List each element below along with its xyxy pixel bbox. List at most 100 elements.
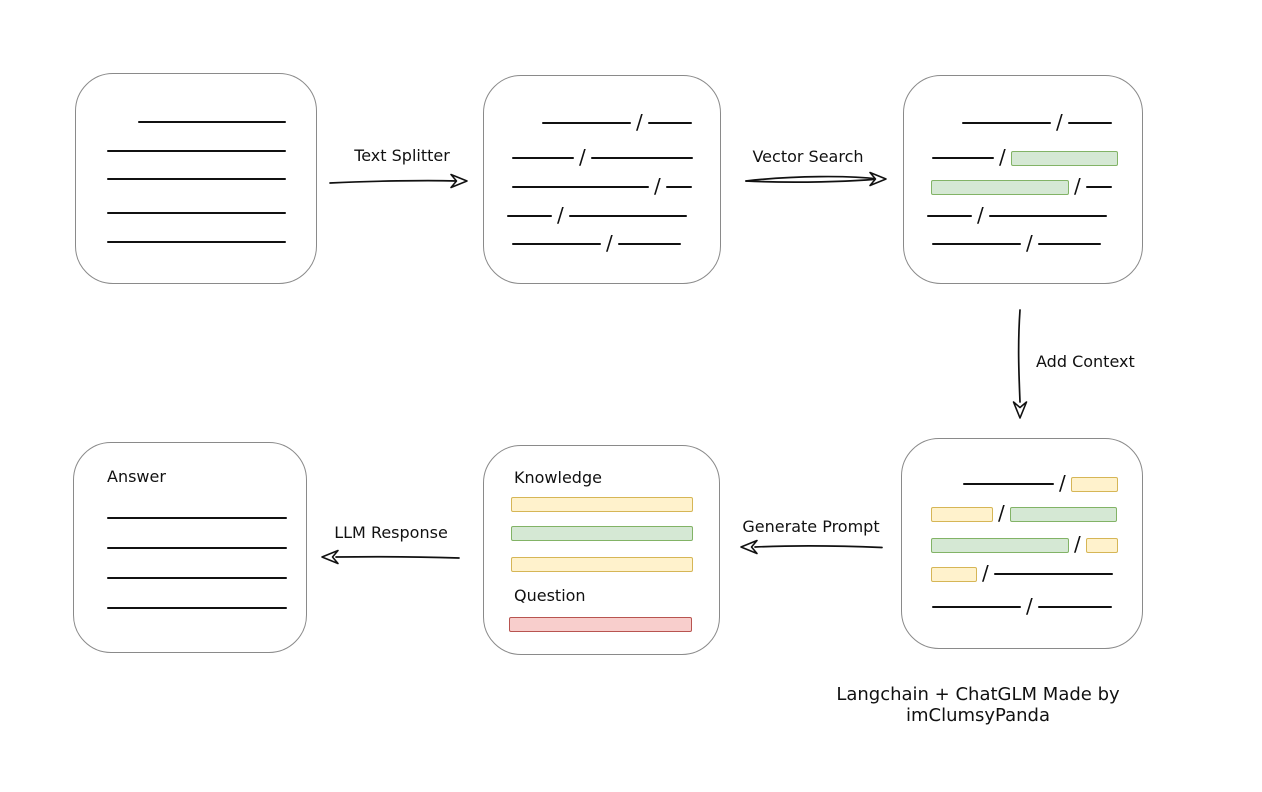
text-line (512, 186, 649, 188)
text-line (1067, 122, 1112, 124)
slash-separator: / (1059, 471, 1066, 495)
text-line (542, 122, 631, 124)
green-highlight-bar (511, 525, 693, 541)
text-line (665, 186, 692, 188)
slash-separator: / (1026, 231, 1033, 255)
chunk-row (107, 569, 287, 587)
text-line (617, 243, 681, 245)
answer-label: Answer (107, 467, 166, 486)
prompt-box: Knowledge Question (483, 445, 720, 655)
generate-prompt-label: Generate Prompt (742, 517, 880, 536)
slash-separator: / (654, 174, 661, 198)
text-line (138, 121, 286, 123)
text-line (107, 607, 287, 609)
yellow-highlight-bar (1070, 476, 1118, 492)
chunk-row: / (927, 203, 1107, 227)
text-line (932, 157, 994, 159)
text-line (647, 122, 692, 124)
slash-separator: / (999, 145, 1006, 169)
text-line (932, 243, 1021, 245)
text-line (107, 212, 286, 214)
text-line (107, 241, 286, 243)
text-line (963, 483, 1054, 485)
chunk-row (107, 170, 286, 188)
chunk-row (107, 204, 286, 222)
green-highlight-bar (1010, 150, 1118, 166)
vector-search-arrow (745, 171, 887, 187)
text-line (107, 178, 286, 180)
text-splitter-arrow (329, 173, 468, 189)
chunk-row: / (512, 174, 692, 198)
chunk-row: / (542, 110, 692, 134)
llm-response-label: LLM Response (334, 523, 448, 542)
slash-separator: / (557, 203, 564, 227)
chunk-row (107, 539, 287, 557)
slash-separator: / (1074, 532, 1081, 556)
text-line (962, 122, 1051, 124)
text-line (568, 215, 687, 217)
chunk-row: / (931, 501, 1117, 525)
generate-prompt-arrow (740, 539, 883, 555)
slash-separator: / (636, 110, 643, 134)
chunk-row: / (512, 145, 693, 169)
source-document-box (75, 73, 317, 284)
split-chunks-box: / / / / / (483, 75, 721, 284)
text-line (507, 215, 552, 217)
green-highlight-bar (931, 537, 1069, 553)
slash-separator: / (1056, 110, 1063, 134)
text-line (512, 243, 601, 245)
yellow-highlight-bar (931, 506, 993, 522)
question-label: Question (514, 586, 586, 605)
add-context-label: Add Context (1036, 352, 1135, 371)
slash-separator: / (579, 145, 586, 169)
context-chunks-box: / / / / / (901, 438, 1143, 649)
green-highlight-bar (931, 179, 1069, 195)
chunk-row (138, 113, 286, 131)
chunk-row (511, 495, 693, 513)
chunk-row: / (507, 203, 687, 227)
slash-separator: / (998, 501, 1005, 525)
chunk-row (511, 524, 693, 542)
chunk-row (107, 599, 287, 617)
text-splitter-label: Text Splitter (354, 146, 450, 165)
slash-separator: / (982, 561, 989, 585)
slash-separator: / (1026, 594, 1033, 618)
text-line (107, 577, 287, 579)
caption: Langchain + ChatGLM Made by imClumsyPand… (836, 684, 1120, 726)
chunk-row: / (932, 594, 1112, 618)
vector-matched-chunks-box: / / / / / (903, 75, 1143, 284)
text-line (932, 606, 1021, 608)
text-line (107, 547, 287, 549)
text-line (107, 517, 287, 519)
chunk-row: / (512, 231, 681, 255)
chunk-row: / (962, 110, 1112, 134)
text-line (988, 215, 1107, 217)
chunk-row (107, 509, 287, 527)
green-highlight-bar (1009, 506, 1117, 522)
chunk-row (509, 615, 692, 633)
red-highlight-bar (509, 616, 692, 632)
yellow-highlight-bar (1085, 537, 1118, 553)
chunk-row (107, 233, 286, 251)
text-line (927, 215, 972, 217)
yellow-highlight-bar (511, 556, 693, 572)
text-line (107, 150, 286, 152)
chunk-row (107, 142, 286, 160)
llm-response-arrow (321, 549, 460, 565)
chunk-row: / (932, 145, 1118, 169)
slash-separator: / (1074, 174, 1081, 198)
chunk-row: / (963, 471, 1118, 495)
chunk-row: / (931, 174, 1112, 198)
chunk-row: / (932, 231, 1101, 255)
chunk-row: / (931, 532, 1118, 556)
slash-separator: / (977, 203, 984, 227)
yellow-highlight-bar (931, 566, 977, 582)
add-context-arrow (1012, 309, 1028, 419)
text-line (1085, 186, 1112, 188)
chunk-row: / (931, 561, 1113, 585)
slash-separator: / (606, 231, 613, 255)
text-line (1037, 606, 1112, 608)
vector-search-label: Vector Search (752, 147, 864, 166)
text-line (993, 573, 1113, 575)
